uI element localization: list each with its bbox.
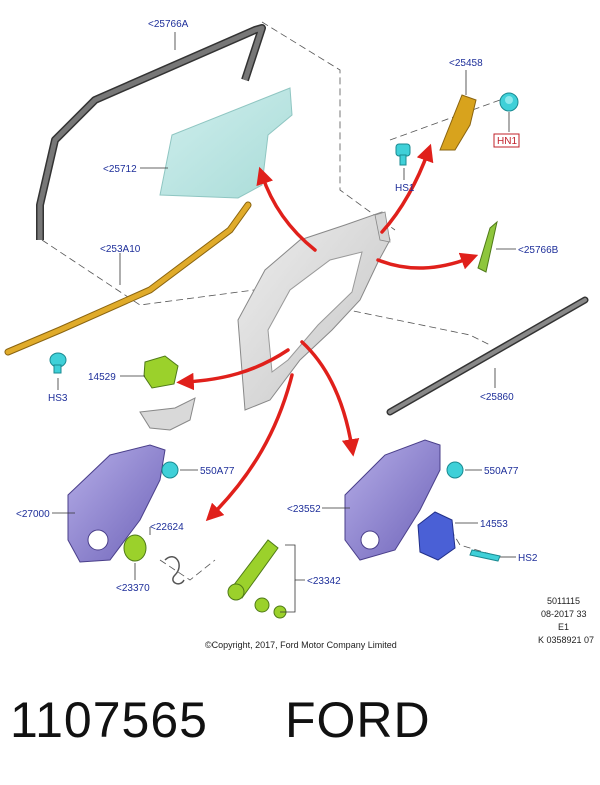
regulator-right-part xyxy=(344,439,441,561)
leader-lines xyxy=(52,32,516,613)
grey-bracket-part xyxy=(139,397,196,431)
bolt-hs1-part xyxy=(395,143,411,166)
direction-arrows xyxy=(176,143,479,522)
hn1-box xyxy=(493,133,520,148)
regulator-left-part xyxy=(67,444,166,563)
bolt-right-part xyxy=(446,461,464,479)
meta-ref: K 0358921 07 xyxy=(538,635,594,645)
callout-run-channel-rear: <25766B xyxy=(518,245,559,256)
door-frame-part xyxy=(237,211,391,411)
callout-handle-bracket: 14529 xyxy=(88,372,116,383)
callout-labels: <25766A <25712 <253A10 HS3 <25458 HN1 HS… xyxy=(16,19,559,594)
callout-belt-moulding: <253A10 xyxy=(100,244,141,255)
callout-glass: <25712 xyxy=(103,164,137,175)
clip-hs3-part xyxy=(49,352,67,374)
glass-run-channel-part xyxy=(36,24,266,240)
callout-crank: <23342 xyxy=(307,576,341,587)
meta-code: 5011115 xyxy=(547,596,580,606)
callout-hs2: HS2 xyxy=(518,553,538,564)
callout-bolt-right: 550A77 xyxy=(484,466,519,477)
weatherstrip-part xyxy=(386,296,589,416)
copyright-notice: ©Copyright, 2017, Ford Motor Company Lim… xyxy=(205,640,397,650)
callout-regulator-right: <23552 xyxy=(287,504,321,515)
motor-part xyxy=(417,511,456,561)
callout-bushing: <23370 xyxy=(116,583,150,594)
brand-name: FORD xyxy=(285,692,431,748)
crank-part xyxy=(227,539,287,619)
meta-rev: E1 xyxy=(558,622,569,632)
callout-hs3: HS3 xyxy=(48,393,68,404)
belt-moulding-part xyxy=(4,201,252,356)
callout-motor: 14553 xyxy=(480,519,508,530)
nut-hn1-part xyxy=(499,92,519,112)
bolt-left-part xyxy=(161,461,179,479)
bushing-part xyxy=(123,534,147,562)
bolt-hs2-part xyxy=(469,549,501,562)
callout-clip: <22624 xyxy=(150,522,184,533)
callout-hn1: HN1 xyxy=(497,136,517,147)
callout-glass-run: <25766A xyxy=(148,19,189,30)
rear-run-channel-part xyxy=(477,220,498,273)
callout-weatherstrip: <25860 xyxy=(480,392,514,403)
bracket-part xyxy=(439,94,477,151)
drawing-meta: 5011115 08-2017 33 E1 K 0358921 07 xyxy=(538,596,594,645)
callout-hs1: HS1 xyxy=(395,183,415,194)
callout-regulator-left: <27000 xyxy=(16,509,50,520)
meta-date: 08-2017 33 xyxy=(541,609,587,619)
clip-part xyxy=(164,555,185,585)
callout-bracket: <25458 xyxy=(449,58,483,69)
part-number: 1107565 xyxy=(10,692,208,748)
window-glass-part xyxy=(159,87,293,199)
callout-bolt-left: 550A77 xyxy=(200,466,235,477)
handle-bracket-part xyxy=(143,355,179,389)
